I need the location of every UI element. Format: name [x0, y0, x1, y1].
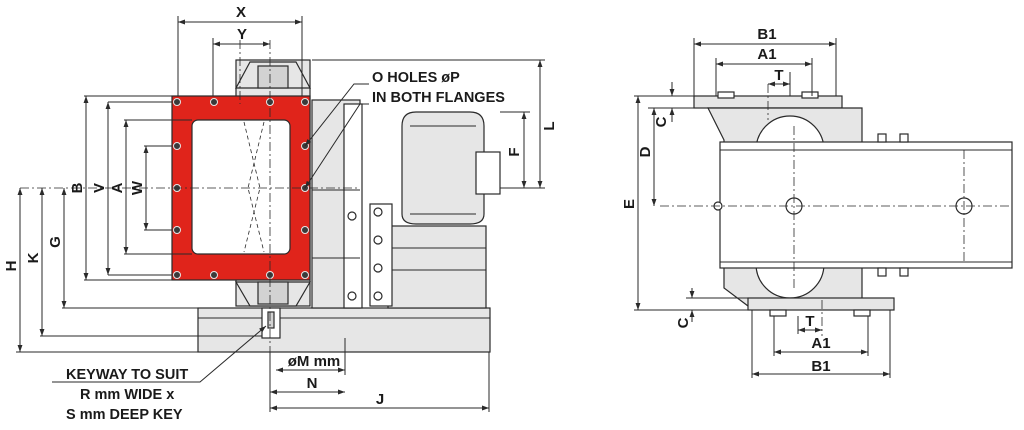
holes-note-line2: IN BOTH FLANGES: [372, 90, 505, 106]
dim-g-label: G: [47, 236, 64, 248]
gearbox: [387, 225, 487, 309]
dim-b1-bottom-label: B1: [811, 358, 830, 375]
dim-a1-bottom-label: A1: [811, 335, 830, 352]
dim-h-label: H: [3, 261, 20, 272]
dim-y-label: Y: [237, 26, 247, 43]
dim-b-label: B: [69, 182, 86, 193]
motor: [401, 111, 485, 225]
coupling-bolts: [347, 207, 383, 301]
dim-t-bottom-label: T: [805, 313, 814, 330]
keyway-note-line2: R mm WIDE x: [80, 387, 174, 403]
dim-t-top-label: T: [774, 67, 783, 84]
dim-x-label: X: [236, 4, 246, 21]
base-plate: [197, 307, 491, 353]
flange-bolt-holes: [173, 98, 309, 279]
dim-b1-top-label: B1: [757, 26, 776, 43]
dim-a-label: A: [109, 182, 126, 193]
keyway-note-line1: KEYWAY TO SUIT: [66, 367, 188, 383]
dim-j-label: J: [376, 391, 384, 408]
bottom-flange: [747, 297, 895, 311]
flange-opening: [191, 119, 291, 255]
side-view: B1 A1 T C D E C T A1 B1: [621, 26, 1013, 378]
dim-m-label: øM mm: [288, 353, 341, 370]
dim-w-label: W: [129, 180, 146, 195]
dim-a1-top-label: A1: [757, 46, 776, 63]
dim-k-label: K: [25, 252, 42, 263]
dim-f-label: F: [506, 147, 523, 156]
dim-e-label: E: [621, 199, 638, 209]
dim-l-label: L: [541, 121, 558, 130]
keyway-note-line3: S mm DEEP KEY: [66, 407, 183, 423]
front-view: X Y B V A W H K G L F øM mm N J O HOLES …: [3, 4, 558, 423]
holes-note-line1: O HOLES øP: [372, 70, 460, 86]
dim-v-label: V: [91, 183, 108, 193]
dim-n-label: N: [307, 375, 318, 392]
dim-c-bottom-label: C: [675, 317, 692, 328]
dim-d-label: D: [637, 146, 654, 157]
dim-c-top-label: C: [653, 116, 670, 127]
